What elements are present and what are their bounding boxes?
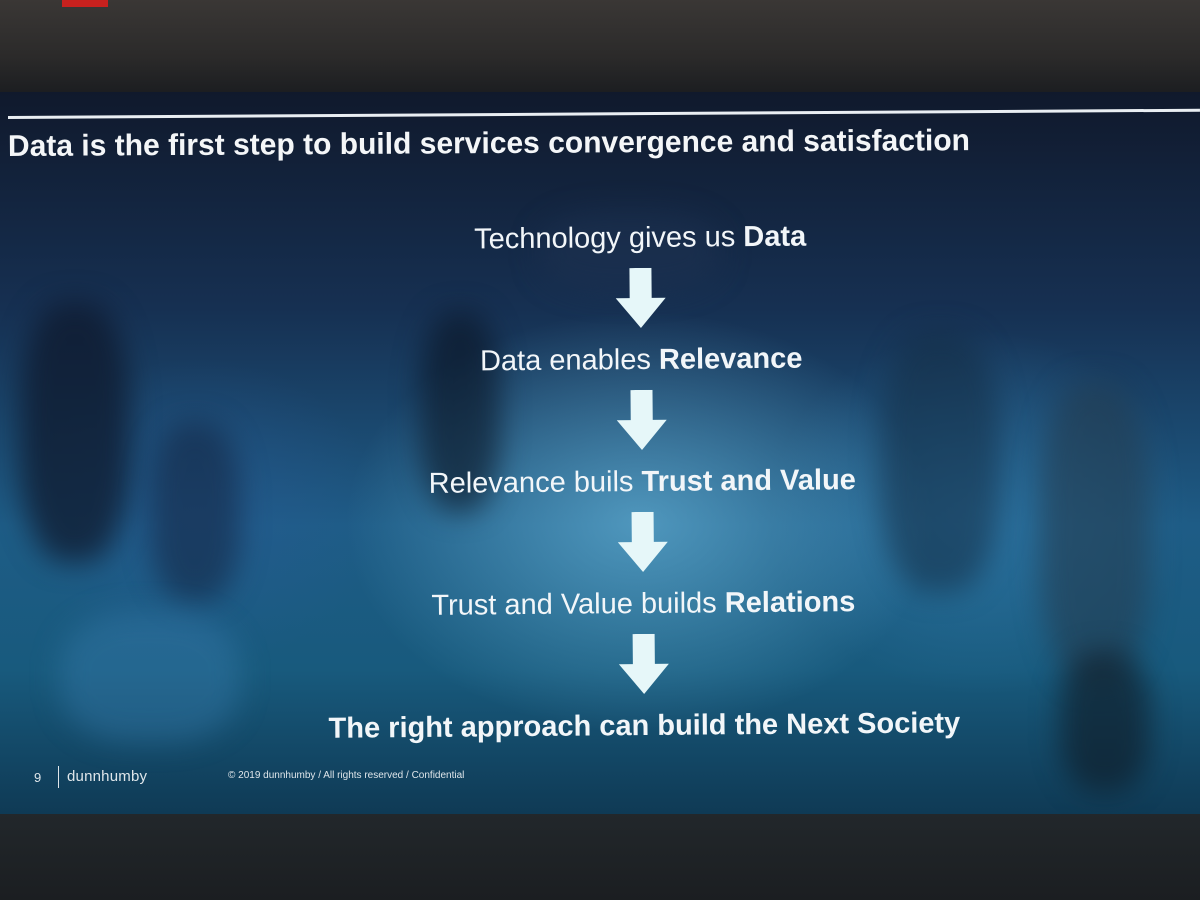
brand-logo-text: dunnhumby bbox=[67, 768, 148, 785]
page-number: 9 bbox=[34, 770, 42, 785]
flow-step-2-text: Data enables bbox=[479, 343, 660, 378]
flow-step-3: Relevance buils Trust and Value bbox=[262, 461, 1022, 504]
screen-bottom-bezel bbox=[0, 814, 1200, 900]
presentation-slide: Data is the first step to build services… bbox=[0, 92, 1200, 814]
flow-step-1-bold: Data bbox=[743, 220, 807, 254]
flow-step-4: Trust and Value builds Relations bbox=[263, 583, 1023, 626]
down-arrow-icon bbox=[618, 633, 670, 694]
flow-step-3-bold: Trust and Value bbox=[641, 464, 856, 498]
flow-step-3-text: Relevance buils bbox=[428, 465, 642, 500]
flow-step-4-bold: Relations bbox=[724, 586, 856, 620]
flow-step-4-text: Trust and Value builds bbox=[431, 587, 725, 622]
slide-title: Data is the first step to build services… bbox=[7, 124, 971, 163]
flow-step-2-bold: Relevance bbox=[658, 342, 803, 376]
down-arrow-icon bbox=[617, 511, 669, 572]
flow-step-1: Technology gives us Data bbox=[260, 217, 1020, 260]
flow-step-5-bold: The right approach can build the Next So… bbox=[328, 707, 961, 745]
footer-divider bbox=[58, 766, 59, 788]
flow-step-5: The right approach can build the Next So… bbox=[264, 705, 1024, 748]
down-arrow-icon bbox=[615, 267, 666, 328]
flow-diagram: Technology gives us Data Data enables Re… bbox=[260, 217, 1025, 748]
copyright-text: © 2019 dunnhumby / All rights reserved /… bbox=[228, 770, 465, 781]
flow-step-1-text: Technology gives us bbox=[473, 221, 744, 256]
red-accent-tab bbox=[62, 0, 108, 7]
flow-step-2: Data enables Relevance bbox=[261, 339, 1021, 382]
slide-footer: 9 dunnhumby © 2019 dunnhumby / All right… bbox=[0, 764, 1200, 794]
down-arrow-icon bbox=[616, 389, 667, 450]
screen-top-bezel bbox=[0, 0, 1200, 95]
title-rule bbox=[7, 108, 1200, 119]
